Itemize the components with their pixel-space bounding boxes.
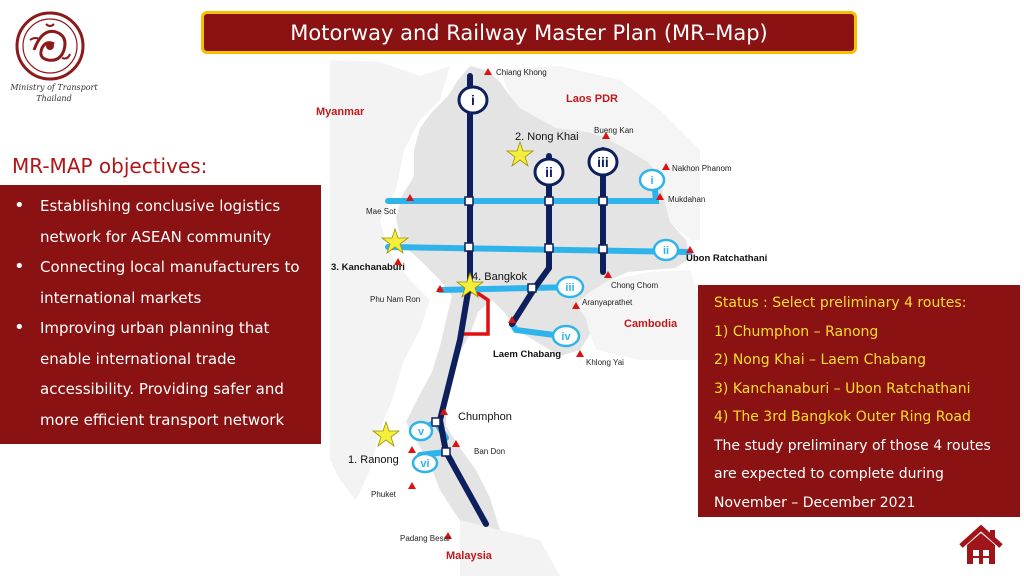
label-chiang-khong: Chiang Khong — [496, 68, 547, 77]
status-note: The study preliminary of those 4 routes … — [714, 437, 991, 511]
label-laos: Laos PDR — [566, 93, 618, 105]
ministry-name-line2: Thailand — [36, 94, 72, 103]
label-cambodia: Cambodia — [624, 318, 678, 330]
railway-route-ii — [385, 244, 693, 255]
label-laem-chabang: Laem Chabang — [493, 349, 562, 360]
ministry-name: Ministry of Transport Thailand — [8, 82, 100, 104]
city-name: Nong Khai — [527, 131, 579, 143]
label-khlong-yai: Khlong Yai — [586, 358, 624, 367]
railway-badge-i: i — [650, 175, 653, 187]
status-heading: Status : Select preliminary 4 routes: — [714, 295, 967, 311]
route-number-1: 1. — [348, 454, 358, 466]
label-phu-nam-ron: Phu Nam Ron — [370, 295, 421, 304]
marker-chumphon — [440, 408, 448, 415]
junction-markers — [431, 196, 608, 457]
railway-badge-ii: ii — [663, 245, 669, 257]
star-icon — [505, 140, 535, 168]
objective-item: Improving urban planning that enable int… — [12, 313, 311, 435]
star-icon — [455, 271, 485, 299]
label-chong-chom: Chong Chom — [611, 281, 659, 290]
city-name: Bangkok — [484, 271, 528, 283]
label-bangkok: 4. Bangkok — [472, 271, 527, 283]
home-button[interactable] — [958, 524, 1004, 566]
myanmar-land — [330, 60, 450, 500]
motorway-route-ii — [509, 153, 552, 327]
star-icon — [371, 420, 401, 448]
marker-bueng-kan — [602, 132, 610, 139]
objective-item: Connecting local manufacturers to intern… — [12, 252, 311, 313]
label-chumphon: Chumphon — [458, 411, 512, 423]
label-bueng-kan: Bueng Kan — [594, 126, 634, 135]
status-route-item: 3) Kanchanaburi – Ubon Ratchathani — [714, 380, 971, 397]
selected-route-stars — [371, 140, 535, 448]
motorway-badge-iii: iii — [597, 154, 609, 170]
ministry-seal-icon — [15, 11, 85, 81]
route-badges-motorway: i ii iii — [457, 85, 619, 187]
thailand-map: i ii iii i ii iii iv v vi — [330, 60, 700, 576]
label-ban-don: Ban Don — [474, 447, 506, 456]
label-padang-besar: Padang Besar — [400, 534, 451, 543]
marker-padang-besar — [444, 532, 452, 539]
status-route-item: 1) Chumphon – Ranong — [714, 323, 879, 340]
marker-ban-don — [452, 440, 460, 447]
marker-mae-sot — [406, 194, 414, 201]
marker-chong-chom — [604, 271, 612, 278]
route-number-3: 3. — [331, 262, 339, 273]
marker-phu-nam-ron — [436, 285, 444, 292]
label-malaysia: Malaysia — [446, 550, 492, 562]
railway-badge-iv: iv — [561, 331, 571, 343]
label-nakhon-phanom: Nakhon Phanom — [672, 164, 732, 173]
label-ubon: Ubon Ratchathani — [686, 253, 768, 264]
objective-item: Establishing conclusive logistics networ… — [12, 191, 311, 252]
railway-badge-vi: vi — [420, 458, 429, 470]
status-route-item: 4) The 3rd Bangkok Outer Ring Road — [714, 409, 971, 425]
ministry-name-line1: Ministry of Transport — [10, 83, 98, 92]
route-number-4: 4. — [472, 271, 482, 283]
railway-route-iii — [437, 284, 578, 293]
city-markers — [394, 68, 694, 539]
label-phuket: Phuket — [371, 490, 396, 499]
ministry-logo — [12, 10, 88, 82]
status-panel: Status : Select preliminary 4 routes: 1)… — [698, 285, 1020, 517]
cambodia-land — [576, 270, 700, 360]
marker-laem-chabang — [508, 316, 516, 323]
motorway-badge-ii: ii — [545, 164, 553, 180]
objectives-panel: Establishing conclusive logistics networ… — [0, 185, 321, 444]
railway-badge-v: v — [418, 426, 425, 438]
marker-nakhon-phanom — [662, 163, 670, 170]
marker-phuket — [408, 482, 416, 489]
malaysia-land — [460, 520, 560, 576]
route-number-2: 2. — [515, 131, 525, 143]
marker-aranyaprathet — [572, 302, 580, 309]
label-mae-sot: Mae Sot — [366, 207, 396, 216]
marker-kanchanaburi — [394, 258, 402, 265]
marker-ubon — [686, 246, 694, 253]
route-badges-railway: i ii iii iv v vi — [408, 168, 680, 474]
page-title-text: Motorway and Railway Master Plan (MR–Map… — [290, 20, 768, 45]
marker-chiang-khong — [484, 68, 492, 75]
label-ranong: 1. Ranong — [348, 454, 399, 466]
label-aranyaprathet: Aranyaprathet — [582, 298, 633, 307]
marker-khlong-yai — [576, 350, 584, 357]
railway-badge-iii: iii — [565, 282, 574, 294]
label-kanchanaburi: 3. Kanchanaburi — [331, 262, 405, 273]
label-myanmar: Myanmar — [316, 106, 365, 118]
label-nong-khai: 2. Nong Khai — [515, 131, 579, 143]
marker-ranong — [408, 446, 416, 453]
marker-mukdahan — [656, 193, 664, 200]
star-icon — [380, 227, 410, 255]
page-title: Motorway and Railway Master Plan (MR–Map… — [201, 11, 857, 54]
city-name: Kanchanaburi — [341, 262, 405, 273]
motorway-badge-i: i — [471, 92, 475, 108]
laos-land — [500, 66, 700, 240]
objectives-list: Establishing conclusive logistics networ… — [12, 191, 311, 435]
home-icon — [959, 524, 1003, 564]
objectives-heading: MR-MAP objectives: — [12, 154, 208, 178]
label-mukdahan: Mukdahan — [668, 195, 706, 204]
status-route-item: 2) Nong Khai – Laem Chabang — [714, 352, 927, 368]
city-name: Ranong — [360, 454, 399, 466]
